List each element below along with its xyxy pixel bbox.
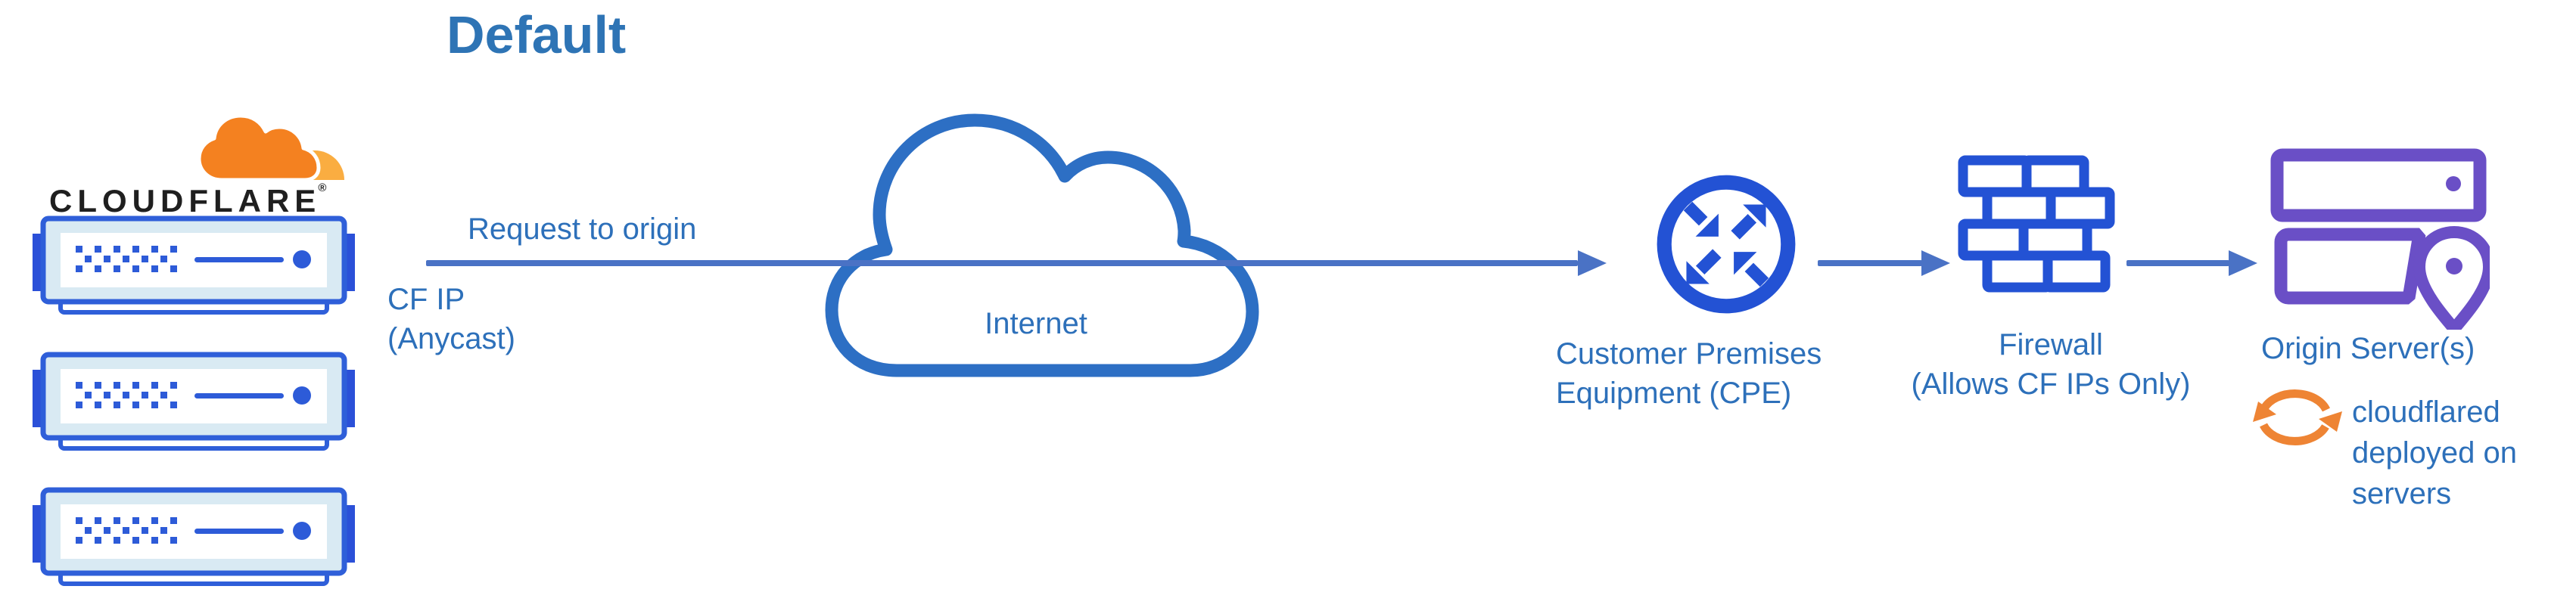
cloudflare-server-icon-2 bbox=[32, 352, 357, 454]
cloudflared-sync-icon bbox=[2253, 389, 2342, 445]
page-title: Default bbox=[446, 5, 627, 64]
edge-cpe-firewall-line bbox=[1818, 260, 1922, 266]
cpe-router-icon bbox=[1657, 175, 1796, 314]
cpe-label: Customer Premises Equipment (CPE) bbox=[1556, 334, 1822, 413]
edge-firewall-origin-arrowhead bbox=[2229, 250, 2257, 276]
firewall-icon bbox=[1958, 155, 2115, 293]
origin-label: Origin Server(s) bbox=[2261, 332, 2475, 365]
cloudflare-server-icon-1 bbox=[32, 216, 357, 318]
firewall-label-line1: Firewall bbox=[1999, 328, 2103, 361]
cf-ip-line1: CF IP bbox=[387, 283, 465, 316]
cloudflared-annotation: cloudflared deployed on servers bbox=[2352, 395, 2517, 510]
internet-label: Internet bbox=[985, 307, 1087, 340]
edge-firewall-origin-line bbox=[2126, 260, 2229, 266]
cloudflare-server-icon-3 bbox=[32, 487, 357, 589]
firewall-label: Firewall (Allows CF IPs Only) bbox=[1884, 325, 2217, 404]
cloudflare-wordmark: CLOUDFLARE® bbox=[49, 181, 327, 219]
edge-cpe-firewall-arrowhead bbox=[1921, 250, 1950, 276]
cpe-label-line2: Equipment (CPE) bbox=[1556, 377, 1792, 410]
cloudflare-cloud-icon bbox=[197, 113, 344, 181]
origin-servers-icon bbox=[2270, 148, 2490, 330]
edge-label-cf-ip-anycast: CF IP (Anycast) bbox=[387, 280, 515, 358]
edge-request-to-origin-line bbox=[426, 260, 1578, 266]
edge-label-request-to-origin: Request to origin bbox=[468, 212, 697, 246]
cf-ip-line2: (Anycast) bbox=[387, 322, 515, 355]
cpe-label-line1: Customer Premises bbox=[1556, 337, 1822, 371]
edge-request-to-origin-arrowhead bbox=[1578, 250, 1607, 276]
firewall-label-line2: (Allows CF IPs Only) bbox=[1911, 367, 2191, 401]
registered-mark: ® bbox=[318, 181, 327, 194]
